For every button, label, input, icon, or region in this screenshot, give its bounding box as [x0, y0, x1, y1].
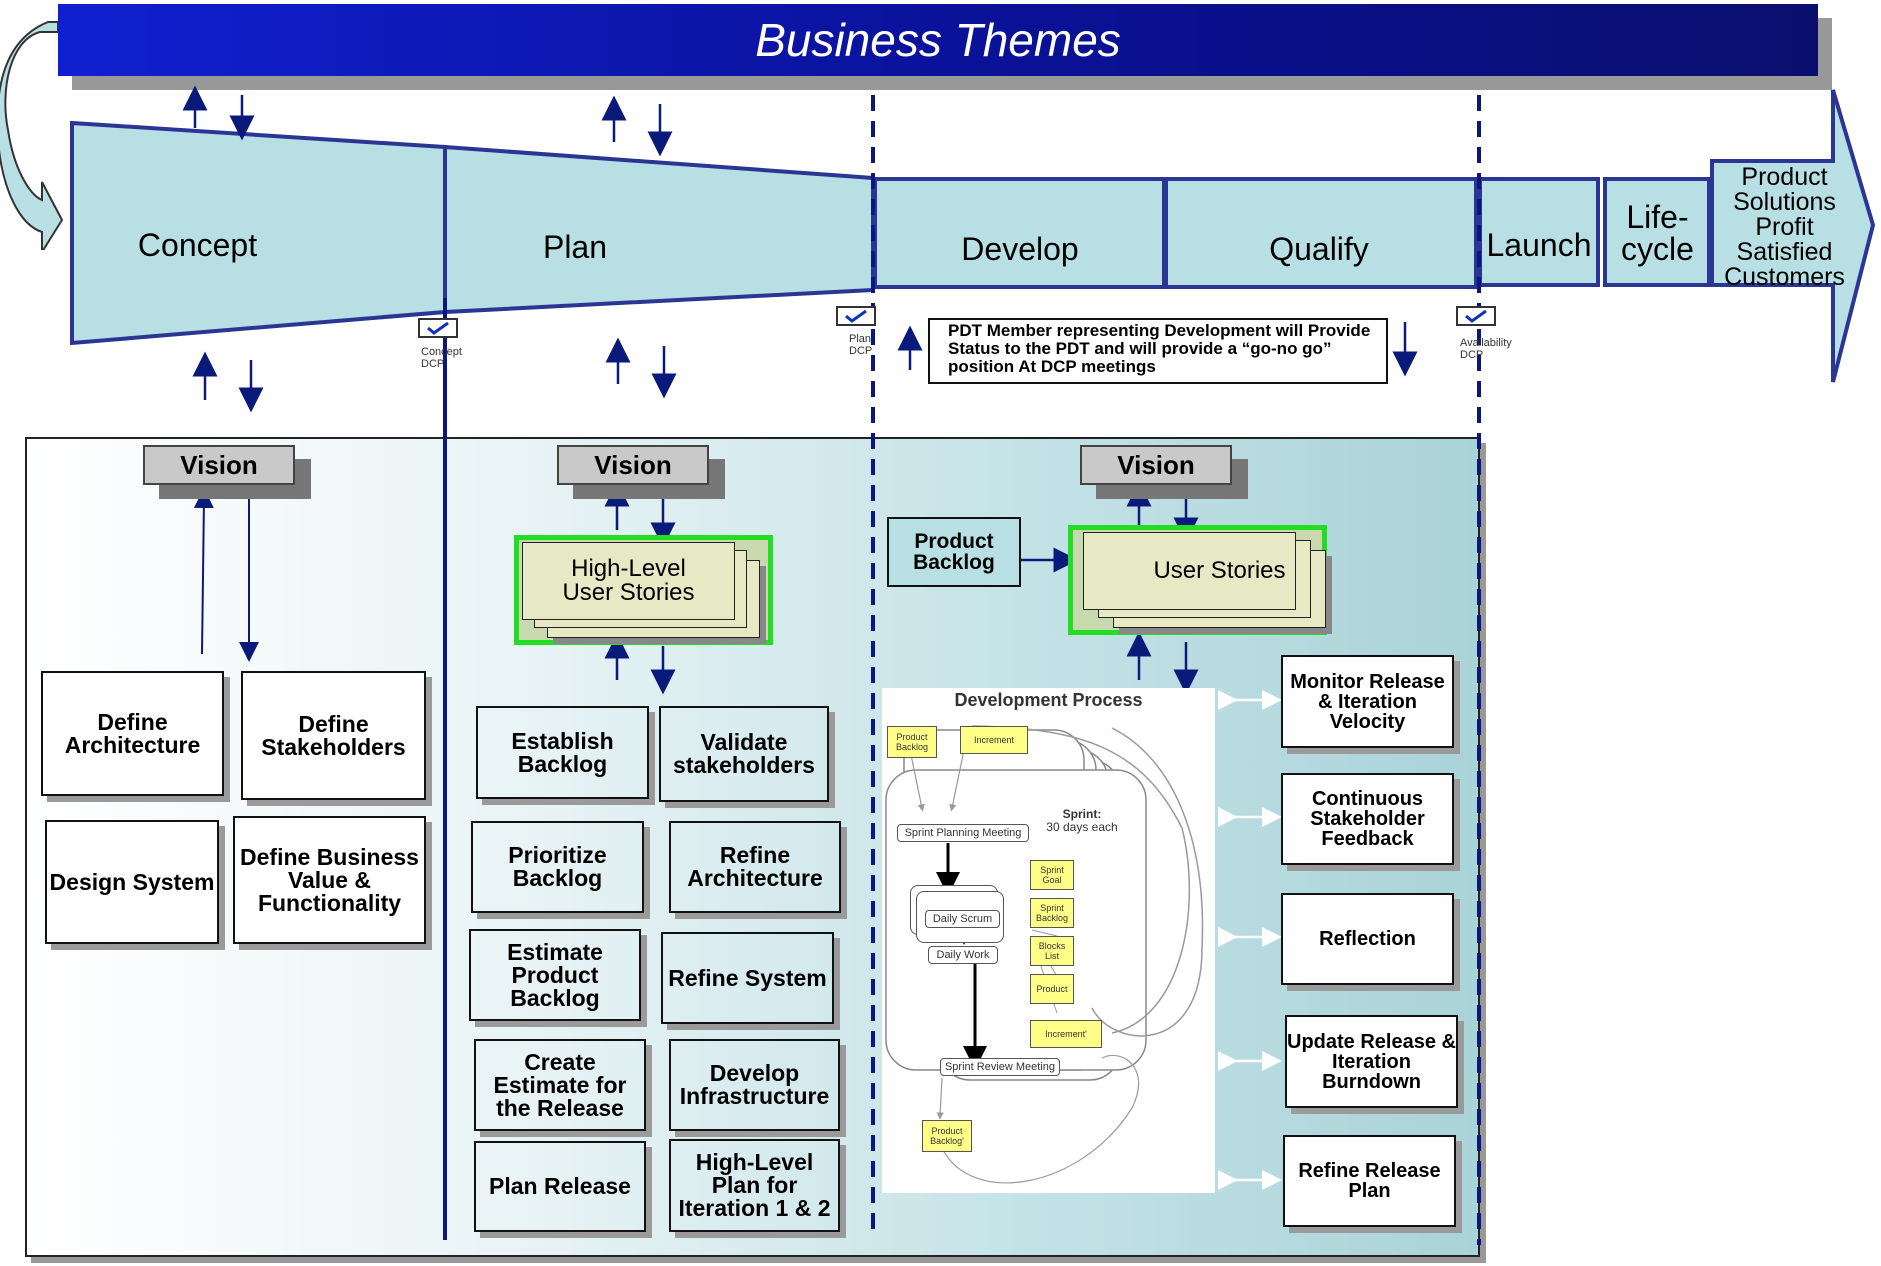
stage-plan-label: Plan: [542, 228, 608, 265]
availability-dcp-label: Availability DCP: [1460, 337, 1530, 361]
lifecycle-stage: [1603, 177, 1711, 287]
task-estimate-product-backlog: Estimate Product Backlog: [469, 929, 641, 1021]
activity-update-burndown: Update Release & Iteration Burndown: [1285, 1015, 1458, 1108]
concept-dcp-label: Concept DCP: [421, 346, 481, 370]
dcp-label-line: DCP: [421, 358, 445, 370]
high-level-stories-label: High-Level User Stories: [562, 555, 695, 606]
dp-increment: Increment: [960, 726, 1028, 754]
task-define-stakeholders: Define Stakeholders: [241, 671, 426, 800]
task-define-business-value: Define Business Value & Functionality: [233, 816, 426, 944]
dp-sprint-planning: Sprint Planning Meeting: [897, 824, 1029, 842]
launch-stage: [1478, 177, 1600, 287]
outcome-text: Product Solutions Profit Satisfied Custo…: [1718, 165, 1851, 290]
dcp-label-line: Concept: [421, 346, 462, 358]
dp-increment-prime: Increment': [1030, 1020, 1102, 1048]
dcp-label-line: Availability: [1460, 337, 1512, 349]
plan-dcp-check-icon: [836, 306, 876, 326]
dp-sprint-backlog: Sprint Backlog: [1030, 898, 1074, 928]
outcome-line: Customers: [1724, 263, 1845, 291]
task-plan-release: Plan Release: [474, 1141, 646, 1232]
plan-dcp-label: Plan DCP: [849, 333, 889, 357]
task-refine-architecture: Refine Architecture: [669, 821, 841, 913]
product-backlog-box: Product Backlog: [887, 517, 1021, 587]
dp-product: Product: [1030, 974, 1074, 1004]
dp-sprint-title: Sprint:: [1062, 807, 1102, 821]
dp-product-backlog-prime: Product Backlog': [922, 1120, 972, 1152]
outcome-line: Profit: [1755, 213, 1814, 241]
concept-vision-box: Vision: [143, 445, 295, 485]
stage-lifecycle-text: Life-cycle: [1621, 199, 1694, 267]
qualify-stage: [1164, 177, 1478, 289]
concept-dcp-check-icon: [418, 318, 458, 338]
task-refine-system: Refine System: [661, 932, 834, 1024]
user-stories-stack: User Stories: [1068, 525, 1327, 635]
activity-monitor-velocity: Monitor Release & Iteration Velocity: [1281, 655, 1454, 748]
stage-qualify-label: Qualify: [1269, 230, 1369, 267]
dp-sprint-review: Sprint Review Meeting: [940, 1058, 1060, 1076]
stage-launch-label: Launch: [1486, 226, 1592, 263]
story-card-front: User Stories: [1083, 532, 1296, 610]
task-develop-infrastructure: Develop Infrastructure: [669, 1039, 840, 1131]
plan-vision-box: Vision: [557, 445, 709, 485]
dp-product-backlog: Product Backlog: [887, 726, 937, 758]
user-stories-label: User Stories: [1153, 557, 1286, 584]
develop-stage: [873, 177, 1166, 289]
dcp-label-line: DCP: [849, 345, 873, 357]
dp-sprint-label: Sprint: 30 days each: [1042, 808, 1122, 834]
high-level-stories-stack: High-Level User Stories: [514, 535, 773, 645]
dcp-label-line: DCP: [1460, 349, 1484, 361]
task-high-level-plan: High-Level Plan for Iteration 1 & 2: [669, 1139, 840, 1232]
feedback-curve-arrow: [0, 21, 64, 250]
outcome-line: Satisfied: [1736, 238, 1833, 266]
outcome-line: Solutions: [1733, 188, 1836, 216]
dp-sprint-duration: 30 days each: [1046, 820, 1118, 834]
task-create-estimate: Create Estimate for the Release: [474, 1039, 646, 1131]
availability-dcp-check-icon: [1456, 306, 1496, 326]
task-prioritize-backlog: Prioritize Backlog: [471, 821, 644, 913]
pdt-note: PDT Member representing Development will…: [928, 318, 1388, 384]
stage-concept-label: Concept: [137, 226, 258, 263]
task-establish-backlog: Establish Backlog: [476, 706, 649, 799]
development-process-title: Development Process: [954, 690, 1143, 710]
development-process-diagram: Development Process P: [882, 688, 1215, 1193]
develop-vision-box: Vision: [1080, 445, 1232, 485]
activity-refine-release-plan: Refine Release Plan: [1283, 1135, 1456, 1227]
task-define-architecture: Define Architecture: [41, 671, 224, 796]
activity-reflection: Reflection: [1281, 893, 1454, 985]
dp-daily-work: Daily Work: [928, 946, 998, 964]
task-design-system: Design System: [45, 820, 219, 944]
task-validate-stakeholders: Validate stakeholders: [659, 706, 829, 802]
outcome-line: Product: [1741, 163, 1828, 191]
banner-title: Business Themes: [755, 14, 1121, 66]
dp-daily-scrum: Daily Scrum: [925, 910, 1000, 928]
story-card-front: High-Level User Stories: [522, 542, 735, 620]
activity-stakeholder-feedback: Continuous Stakeholder Feedback: [1281, 773, 1454, 865]
business-themes-banner: Business Themes: [58, 4, 1818, 76]
stage-develop-label: Develop: [961, 230, 1079, 267]
dcp-label-line: Plan: [849, 333, 872, 345]
dp-blocks-list: Blocks List: [1030, 936, 1074, 966]
dp-sprint-goal: Sprint Goal: [1030, 860, 1074, 890]
stage-lifecycle-label: Life-cycle: [1605, 200, 1710, 266]
